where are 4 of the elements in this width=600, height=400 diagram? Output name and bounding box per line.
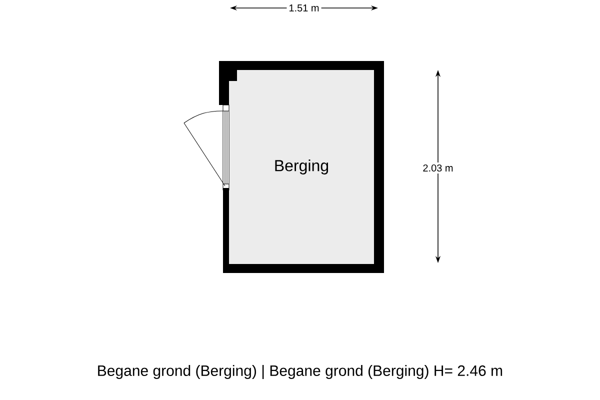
dimension-label: 2.03 m: [420, 162, 456, 174]
caption: Begane grond (Berging) | Begane grond (Berging) H= 2.46 m: [98, 364, 502, 380]
room-floor: Berging: [229, 70, 374, 264]
dimension-label: 1.51 m: [286, 2, 322, 14]
